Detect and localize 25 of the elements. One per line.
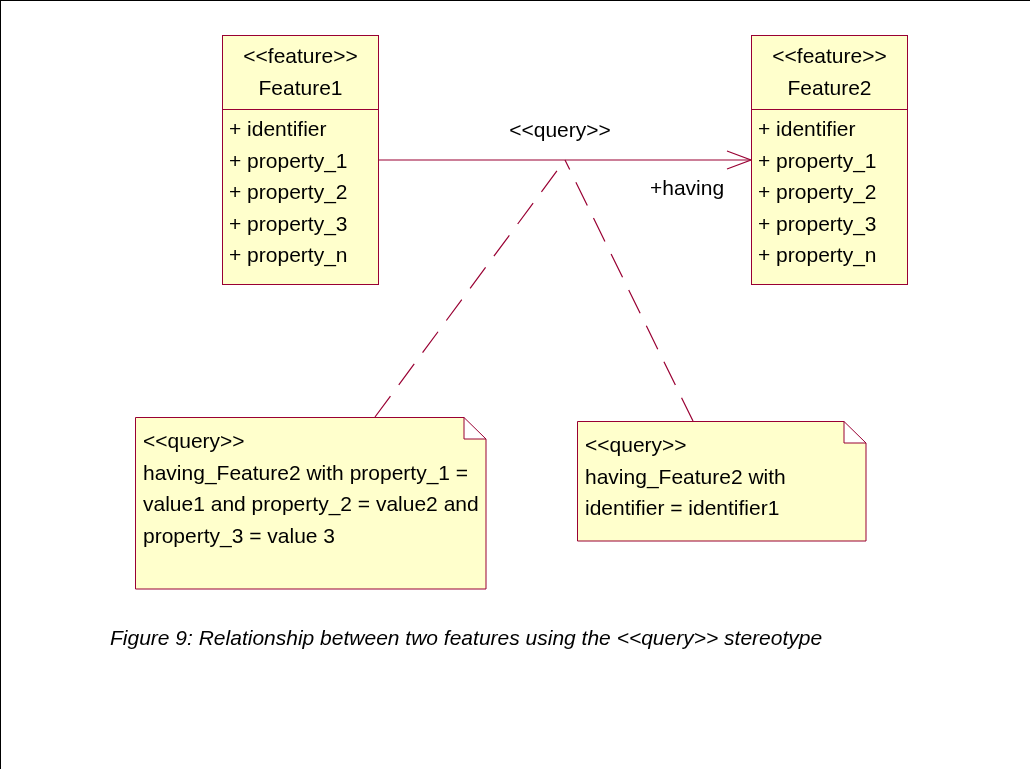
attribute-text: + property_2 xyxy=(229,179,349,206)
stereotype-label: <<query>> xyxy=(585,432,688,458)
stereotype-label: <<feature>> xyxy=(242,43,359,69)
stereotype-label: <<feature>> xyxy=(771,43,888,69)
class-name: Feature1 xyxy=(257,75,344,101)
attribute-text: + property_1 xyxy=(758,147,878,175)
class-name: Feature2 xyxy=(786,75,873,101)
class-box xyxy=(222,35,379,285)
attribute-text: + property_n xyxy=(758,242,878,269)
stereotype-label: <<query>> xyxy=(143,428,246,454)
arrow xyxy=(378,150,752,170)
attribute-text: + identifier xyxy=(229,116,328,142)
attribute-text: + property_3 xyxy=(758,210,878,238)
note-box xyxy=(577,421,867,542)
class-box xyxy=(751,35,908,285)
attribute-text: + property_1 xyxy=(229,147,349,175)
attribute-text: + property_n xyxy=(229,242,349,269)
attribute-text: + property_3 xyxy=(229,210,349,238)
note-box xyxy=(135,417,487,590)
attribute-text: + property_2 xyxy=(758,179,878,206)
note-text: having_Feature2 with identifier = identifier1 xyxy=(585,463,787,521)
attribute-text: + identifier xyxy=(758,116,857,142)
figure-caption: Figure 9: Relationship between two features using the <<query>> stereotype xyxy=(110,625,824,651)
dashed-line xyxy=(564,159,694,422)
note-text: having_Feature2 with property_1 = value1 and property_2 = value2 and property_3 = value 3 xyxy=(143,459,479,550)
